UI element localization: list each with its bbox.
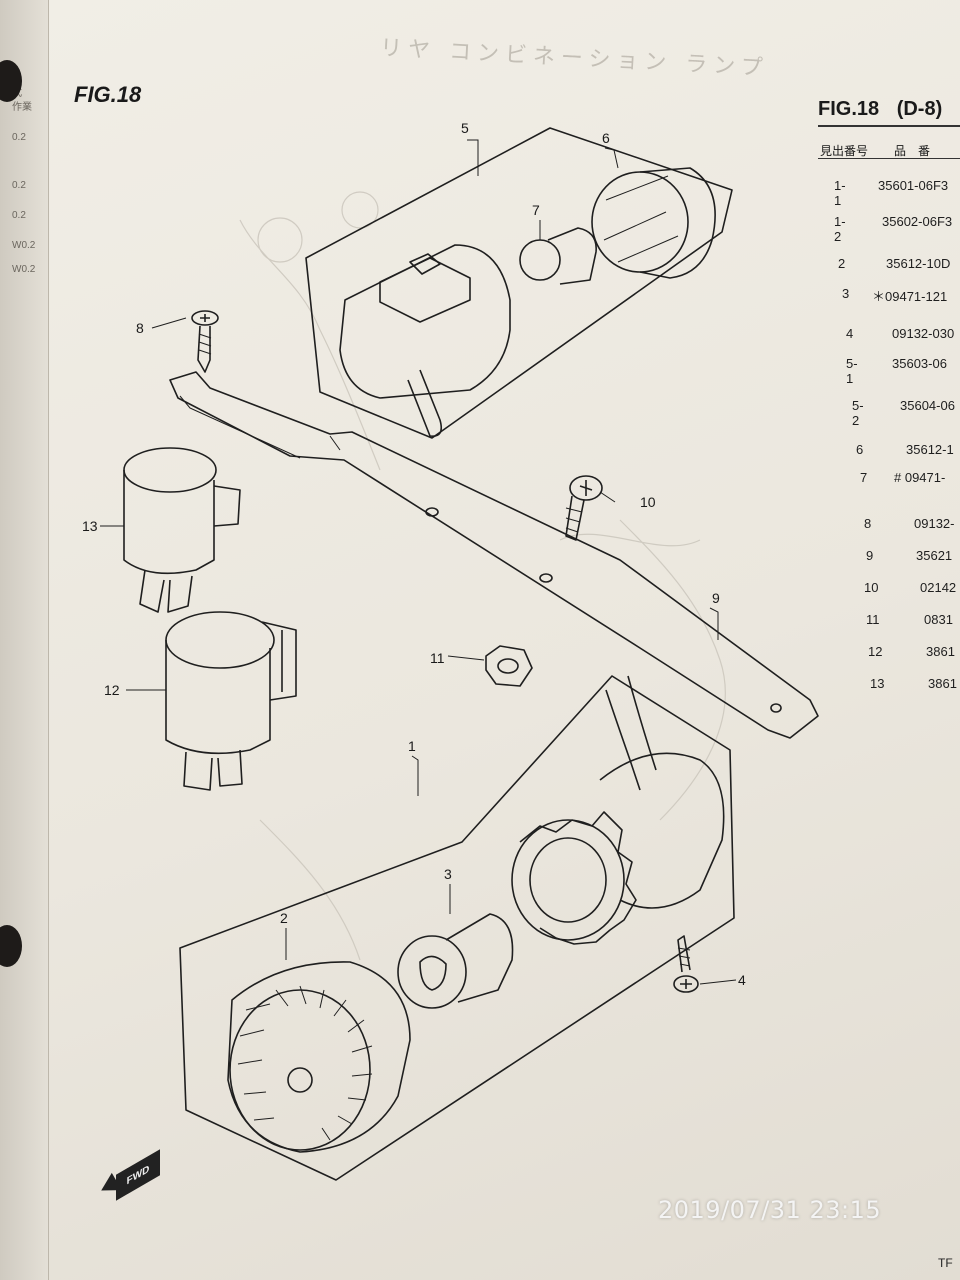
ref-cell: 6 xyxy=(856,442,864,457)
gutter-text: 0.2 xyxy=(12,210,26,221)
callout-1: 1 xyxy=(408,738,416,754)
part-no-cell: 35601-06F3 xyxy=(878,178,949,193)
fig-label: FIG.18 xyxy=(818,98,880,120)
ref-cell: 7 xyxy=(860,470,868,485)
ref-cell: 9 xyxy=(866,548,874,563)
callout-9: 9 xyxy=(712,590,720,606)
part-no-cell: 35602-06F3 xyxy=(882,214,953,229)
ref-cell: 3 xyxy=(842,286,850,301)
part-no-cell: 35604-06 xyxy=(900,398,955,413)
callout-10: 10 xyxy=(640,494,656,510)
gutter-text: 0.2 xyxy=(12,180,26,191)
column-header-part-no: 品 番 xyxy=(894,144,931,158)
callout-2: 2 xyxy=(280,910,288,926)
ref-cell: 10 xyxy=(864,580,879,595)
header-rule xyxy=(818,158,960,159)
gutter-text: 作業 xyxy=(12,102,32,113)
corner-text: TF xyxy=(938,1256,953,1270)
bleed-through-lines xyxy=(239,191,726,961)
part-no-cell: 35603-06 xyxy=(892,356,947,371)
fig-code: (D-8) xyxy=(896,98,943,120)
binder-hole xyxy=(0,925,22,967)
part-no-cell: 02142 xyxy=(920,580,957,595)
part-no-cell: 35621 xyxy=(916,548,953,563)
callout-6: 6 xyxy=(602,130,610,146)
column-header-ref: 見出番号 xyxy=(820,144,869,158)
callout-13: 13 xyxy=(82,518,98,534)
callout-12: 12 xyxy=(104,682,120,698)
binder-hole xyxy=(0,60,22,102)
ref-cell: 2 xyxy=(838,256,846,271)
gutter-text: 0.2 xyxy=(12,132,26,143)
part-no-cell: 35612-1 xyxy=(906,442,954,457)
parts-table-title: FIG.18 (D-8) xyxy=(818,98,942,121)
ref-cell: 13 xyxy=(870,676,885,691)
assembly-frame-lower xyxy=(179,675,735,1181)
gutter-text: W0.2 xyxy=(12,264,36,275)
ref-cell: 4 xyxy=(846,326,854,341)
part-no-cell: # 09471- xyxy=(894,470,946,485)
photo-timestamp: 2019/07/31 23:15 xyxy=(658,1196,882,1224)
part-no-cell: 35612-10D xyxy=(886,256,951,271)
ref-cell: 1-1 xyxy=(834,178,846,208)
ref-cell: 1-2 xyxy=(834,214,846,244)
part-no-cell: 3861 xyxy=(926,644,955,659)
table-top-rule xyxy=(818,125,960,127)
callout-11: 11 xyxy=(430,650,445,666)
ref-cell: 5-2 xyxy=(852,398,864,428)
mounting-bracket xyxy=(169,371,819,739)
gutter-text: W0.2 xyxy=(12,240,36,251)
previous-page-edge: 形 式 作業 0.2 0.2 0.2 W0.2 W0.2 xyxy=(0,0,49,1280)
callout-5: 5 xyxy=(461,120,469,136)
part-no-cell: 09132-030 xyxy=(892,326,955,341)
assembly-frame-upper xyxy=(305,127,733,439)
figure-title: FIG.18 xyxy=(74,82,142,107)
ref-cell: 8 xyxy=(864,516,872,531)
callout-8: 8 xyxy=(136,320,144,336)
part-no-cell: 09132- xyxy=(914,516,955,531)
callout-4: 4 xyxy=(738,972,746,988)
part-no-cell: 3861 xyxy=(928,676,957,691)
part-no-cell: 0831 xyxy=(924,612,953,627)
ref-cell: 5-1 xyxy=(846,356,858,386)
ref-cell: 12 xyxy=(868,644,883,659)
ref-cell: 11 xyxy=(866,612,880,627)
callout-leaders xyxy=(100,139,737,985)
part-no-cell: ＊09471-121 xyxy=(872,289,948,304)
callout-7: 7 xyxy=(532,202,540,218)
callout-3: 3 xyxy=(444,866,452,882)
